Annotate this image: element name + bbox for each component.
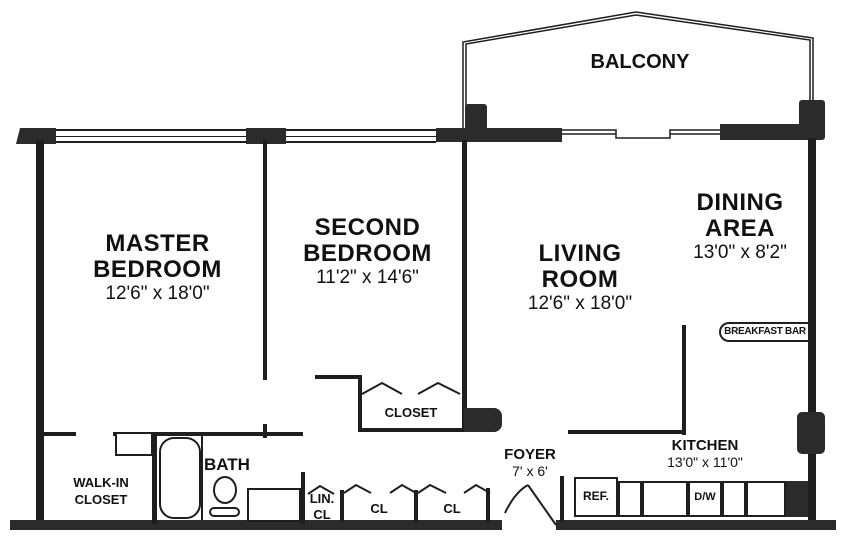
right-wall-pier bbox=[797, 412, 825, 454]
vanity bbox=[247, 488, 301, 522]
wall-lower-closets-right bbox=[486, 488, 490, 522]
counter-sink bbox=[642, 481, 688, 517]
second-bedroom-label: SECOND BEDROOM 11'2" x 14'6" bbox=[280, 214, 455, 288]
walk-in-closet-name-1: WALK-IN bbox=[73, 475, 129, 490]
wall-hall-top bbox=[113, 432, 303, 436]
living-room-name-1: LIVING bbox=[538, 240, 622, 267]
top-wall-living-left bbox=[436, 128, 562, 142]
counter-1 bbox=[618, 481, 642, 517]
top-wall-pier bbox=[246, 128, 286, 144]
balcony-pier-right bbox=[799, 100, 825, 140]
linen-closet-name-2: CL bbox=[313, 507, 331, 522]
closet-1-label: CL bbox=[370, 501, 388, 516]
foyer-label: FOYER 7' x 6' bbox=[490, 447, 570, 478]
wall-second-living bbox=[462, 140, 467, 430]
foyer-dimensions: 7' x 6' bbox=[512, 463, 548, 479]
master-bedroom-window bbox=[56, 129, 246, 143]
breakfast-bar-label: BREAKFAST BAR bbox=[724, 326, 806, 337]
kitchen-label: KITCHEN 13'0" x 11'0" bbox=[635, 438, 775, 469]
counter-end bbox=[786, 481, 808, 517]
wall-closet-top bbox=[315, 375, 361, 379]
wall-lower-closets-div2 bbox=[414, 490, 418, 522]
bottom-wall-right bbox=[556, 520, 836, 530]
balcony-pier-left bbox=[465, 104, 487, 134]
wall-closet-bottom bbox=[358, 428, 464, 432]
refrigerator-label: REF. bbox=[582, 489, 609, 503]
wall-living-kitchen-vert bbox=[682, 325, 686, 435]
foyer-name: FOYER bbox=[504, 446, 556, 463]
dining-area-label: DINING AREA 13'0" x 8'2" bbox=[665, 189, 815, 263]
top-wall-left-corner bbox=[16, 128, 56, 144]
second-bedroom-window bbox=[286, 129, 436, 143]
second-bedroom-name-1: SECOND bbox=[314, 214, 421, 241]
balcony-label: BALCONY bbox=[590, 51, 690, 73]
wall-walkin-right bbox=[152, 432, 157, 524]
living-room-label: LIVING ROOM 12'6" x 18'0" bbox=[495, 240, 665, 314]
master-bedroom-name-1: MASTER bbox=[105, 230, 210, 257]
linen-closet-label: LIN. CL bbox=[304, 492, 340, 521]
balcony-outline bbox=[462, 11, 814, 130]
kitchen-dimensions: 13'0" x 11'0" bbox=[667, 454, 743, 470]
wall-closet-left bbox=[358, 375, 362, 431]
second-bedroom-dimensions: 11'2" x 14'6" bbox=[316, 267, 419, 288]
top-wall-dining bbox=[720, 124, 810, 140]
dining-area-name-2: AREA bbox=[704, 215, 775, 242]
dining-area-dimensions: 13'0" x 8'2" bbox=[693, 242, 787, 263]
master-bedroom-dimensions: 12'6" x 18'0" bbox=[105, 283, 210, 304]
wall-kitchen-left bbox=[560, 476, 564, 522]
toilet bbox=[209, 476, 240, 517]
master-bedroom-name-2: BEDROOM bbox=[93, 256, 222, 283]
refrigerator bbox=[574, 477, 618, 517]
kitchen-name: KITCHEN bbox=[671, 437, 739, 454]
closet-label: CLOSET bbox=[384, 405, 438, 420]
wall-living-kitchen-horiz bbox=[568, 430, 686, 434]
stove bbox=[746, 481, 786, 517]
second-bedroom-name-2: BEDROOM bbox=[303, 240, 432, 267]
dishwasher bbox=[688, 481, 722, 517]
master-bedroom-label: MASTER BEDROOM 12'6" x 18'0" bbox=[70, 230, 245, 304]
sliding-door bbox=[562, 129, 720, 139]
linen-closet-name-1: LIN. bbox=[309, 491, 335, 506]
wall-lower-closets-div1 bbox=[340, 490, 344, 522]
wall-walkin-top bbox=[42, 432, 76, 436]
living-room-dimensions: 12'6" x 18'0" bbox=[527, 293, 633, 314]
dishwasher-label: D/W bbox=[694, 491, 716, 503]
right-exterior-wall bbox=[808, 138, 816, 530]
closet-pier bbox=[464, 408, 502, 432]
breakfast-bar: BREAKFAST BAR bbox=[719, 322, 809, 342]
walk-in-closet-label: WALK-IN CLOSET bbox=[54, 476, 148, 506]
walk-in-closet-name-2: CLOSET bbox=[74, 492, 128, 507]
counter-2 bbox=[722, 481, 746, 517]
living-room-name-2: ROOM bbox=[541, 266, 619, 293]
left-exterior-wall bbox=[36, 140, 44, 528]
closet-bifold-doors bbox=[361, 381, 461, 395]
lower-closet-doors bbox=[307, 483, 491, 495]
walkin-shelf bbox=[115, 434, 153, 456]
wall-master-second bbox=[263, 140, 267, 380]
wall-tub-divider bbox=[201, 434, 203, 520]
entry-door-swing bbox=[504, 484, 557, 526]
dining-area-name-1: DINING bbox=[696, 189, 784, 216]
bathtub bbox=[159, 437, 201, 519]
closet-2-label: CL bbox=[443, 501, 461, 516]
bottom-wall-left bbox=[10, 520, 502, 530]
wall-master-stub bbox=[263, 424, 267, 438]
wall-bath-right bbox=[301, 472, 305, 524]
bath-label: BATH bbox=[204, 455, 250, 474]
